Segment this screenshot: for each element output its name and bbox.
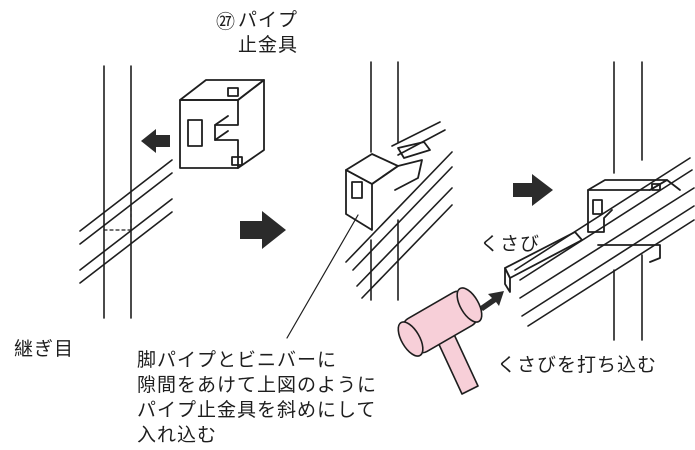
wedge-part	[504, 231, 583, 293]
panel-1-leg-pipe	[103, 65, 132, 319]
hammer-icon	[397, 287, 483, 395]
part-name-label: パイプ 止金具	[238, 9, 299, 56]
panel-2-clamp-tilted	[345, 141, 431, 231]
part-number: ㉗	[216, 11, 237, 33]
panel-3-clamp-installed	[587, 179, 681, 263]
panel-3-leg-pipe	[613, 61, 643, 341]
drive-wedge-label: くさびを打ち込む	[497, 354, 658, 376]
panel-1-vinyl-bar	[79, 159, 173, 284]
panel-2-vinyl-bar	[345, 121, 453, 299]
panel-3-vinyl-bar	[514, 157, 695, 327]
panel-1-joint-seam	[103, 207, 132, 231]
right-arrow-icon-3	[479, 291, 504, 311]
joint-label: 継ぎ目	[14, 338, 75, 360]
instruction-text: 脚パイプとビニバーに 隙間をあけて上図のように パイプ止金具を斜めにして 入れ込…	[137, 349, 378, 446]
left-arrow-icon	[141, 129, 170, 153]
clamp-part	[179, 79, 265, 169]
right-arrow-icon-2	[513, 174, 553, 206]
right-arrow-icon	[240, 211, 286, 249]
wedge-label: くさび	[480, 233, 541, 255]
leader-line	[286, 214, 359, 339]
